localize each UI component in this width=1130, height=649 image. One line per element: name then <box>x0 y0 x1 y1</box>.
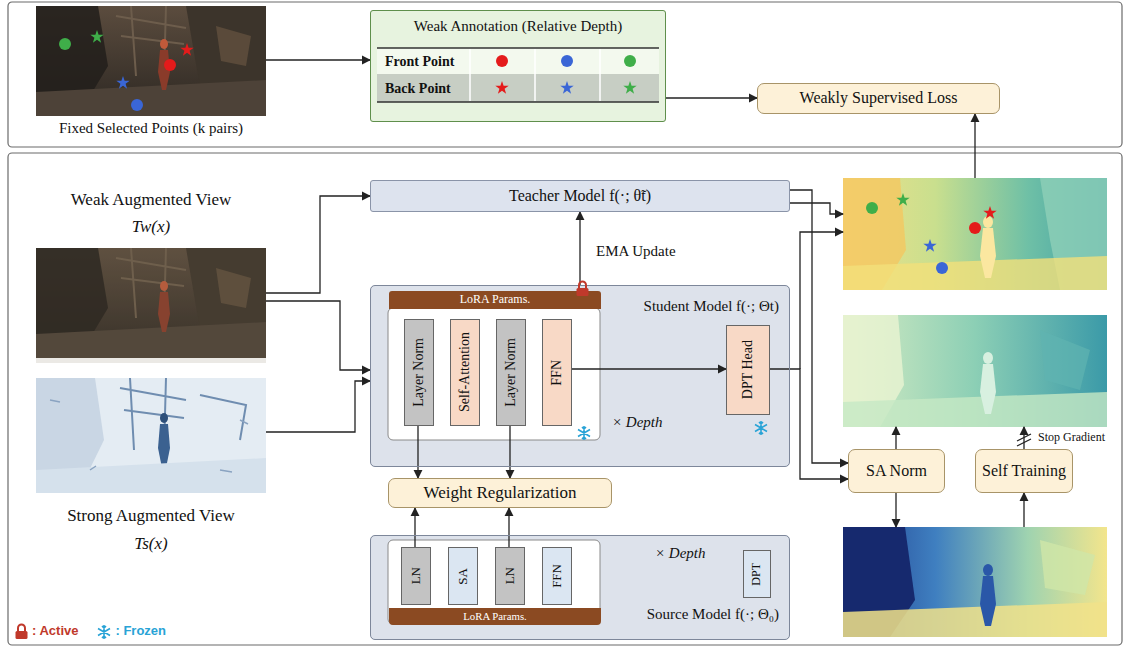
connector-arrow <box>266 59 370 60</box>
node-text: Layer Norm <box>411 338 427 407</box>
connector-arrow <box>266 196 370 293</box>
connector-arrow <box>579 212 580 285</box>
connector-arrow <box>770 369 848 479</box>
annotation-label: × Depth <box>655 545 706 562</box>
connector-arrow <box>266 301 370 370</box>
node-text: LN <box>409 567 424 584</box>
connector-arrow <box>417 426 418 478</box>
head-block: DPT <box>743 550 771 598</box>
photo-node: Weak Augmented ViewTw(x) <box>36 248 266 363</box>
top-panel <box>8 2 1122 147</box>
node-text: LoRA Params. <box>460 293 531 307</box>
connector-arrow <box>266 381 370 432</box>
strong-view-photo <box>36 378 266 493</box>
node-text: Self Training <box>982 462 1066 480</box>
node-text: Self-Attention <box>457 332 473 412</box>
weak-view-photo <box>36 248 266 363</box>
connector-arrow <box>509 426 510 478</box>
node-text: Fixed Selected Points (k pairs) <box>36 120 266 137</box>
node-text: Ts(x) <box>36 534 266 554</box>
node-text: LoRA Params. <box>463 610 527 622</box>
layer-block: Self-Attention <box>450 319 480 426</box>
legend-lock <box>14 623 29 640</box>
node-text: SA Norm <box>866 462 927 480</box>
node-text: DPT Head <box>740 340 756 399</box>
node-text: Layer Norm <box>503 338 519 407</box>
edge-label: EMA Update <box>594 243 678 260</box>
bottom-panel <box>8 153 1122 645</box>
node-text: LN <box>503 567 518 584</box>
model-box: Source Model f(·; Θ₀) LN SA LN FFN DPT LoRA Pa… <box>370 535 790 640</box>
node-text: FFN <box>549 360 565 386</box>
annotation-label: × Depth <box>612 414 663 431</box>
annotation-box: Weak Annotation (Relative Depth) Front Po… <box>370 10 666 122</box>
student-inner-block <box>388 308 600 440</box>
connector-arrow <box>572 368 726 369</box>
model-box: Teacher Model f(·; θ̃t) <box>370 180 790 212</box>
layer-block: SA <box>448 547 478 605</box>
student-depth-map <box>843 315 1107 427</box>
model-box: Student Model f(·; Θt) LoRA Params. Layer … <box>370 285 790 467</box>
legend-text: : Frozen <box>115 624 166 639</box>
node-text: DPT <box>750 563 764 586</box>
layer-block: Layer Norm <box>404 319 434 426</box>
node-text: SA <box>456 568 471 585</box>
node-text: Weak Augmented View <box>36 190 266 210</box>
connector-arrow <box>790 190 848 463</box>
connector-arrow <box>666 97 757 98</box>
legend-snowflake <box>96 624 112 640</box>
node-text: Tw(x) <box>36 217 266 237</box>
photo-node: Fixed Selected Points (k pairs) <box>36 6 266 116</box>
process-box: Self Training <box>975 449 1073 493</box>
connector-arrow <box>414 508 415 547</box>
legend: : Active : Frozen <box>14 623 184 640</box>
teacher-depth-map <box>843 178 1107 290</box>
student-fill <box>370 285 790 467</box>
source-depth-map <box>843 527 1107 637</box>
process-box: Weight Regularization <box>388 478 612 508</box>
node-text: Back Point <box>385 81 451 97</box>
head-block: DPT Head <box>726 325 770 415</box>
node-text: Source Model f(·; Θ₀) <box>647 606 779 623</box>
frozen-icon <box>576 425 592 441</box>
frozen-icon <box>753 420 769 436</box>
lora-bar: LoRA Params. <box>389 291 601 309</box>
node-text: Student Model f(·; Θt) <box>644 298 779 315</box>
annotation-table <box>370 10 666 122</box>
node-text: FFN <box>550 564 565 588</box>
active-lock-icon <box>575 280 590 297</box>
node-text: Weakly Supervised Loss <box>800 89 958 107</box>
layer-block: LN <box>401 547 431 605</box>
annotation-label: Stop Gradient <box>1038 430 1105 445</box>
lora-bar: LoRA Params. <box>389 608 601 625</box>
photo-node: Strong Augmented ViewTs(x) <box>36 378 266 493</box>
source-fill <box>370 535 790 640</box>
fixed-points-photo <box>36 6 266 116</box>
layer-block: Layer Norm <box>496 319 526 426</box>
node-text: Strong Augmented View <box>36 506 266 526</box>
layer-block: LN <box>495 547 525 605</box>
layer-block: FFN <box>542 547 572 605</box>
node-text: Front Point <box>385 54 454 70</box>
node-text: Weight Regularization <box>424 483 577 503</box>
layer-block: FFN <box>542 319 572 426</box>
loss-box: Weakly Supervised Loss <box>757 83 1000 114</box>
connector-arrow <box>508 508 509 547</box>
legend-text: : Active <box>32 624 78 639</box>
source-inner-block <box>388 540 600 624</box>
process-box: SA Norm <box>848 449 945 493</box>
node-text: Weak Annotation (Relative Depth) <box>371 18 665 35</box>
node-text: Teacher Model f(·; θ̃t) <box>509 187 651 205</box>
